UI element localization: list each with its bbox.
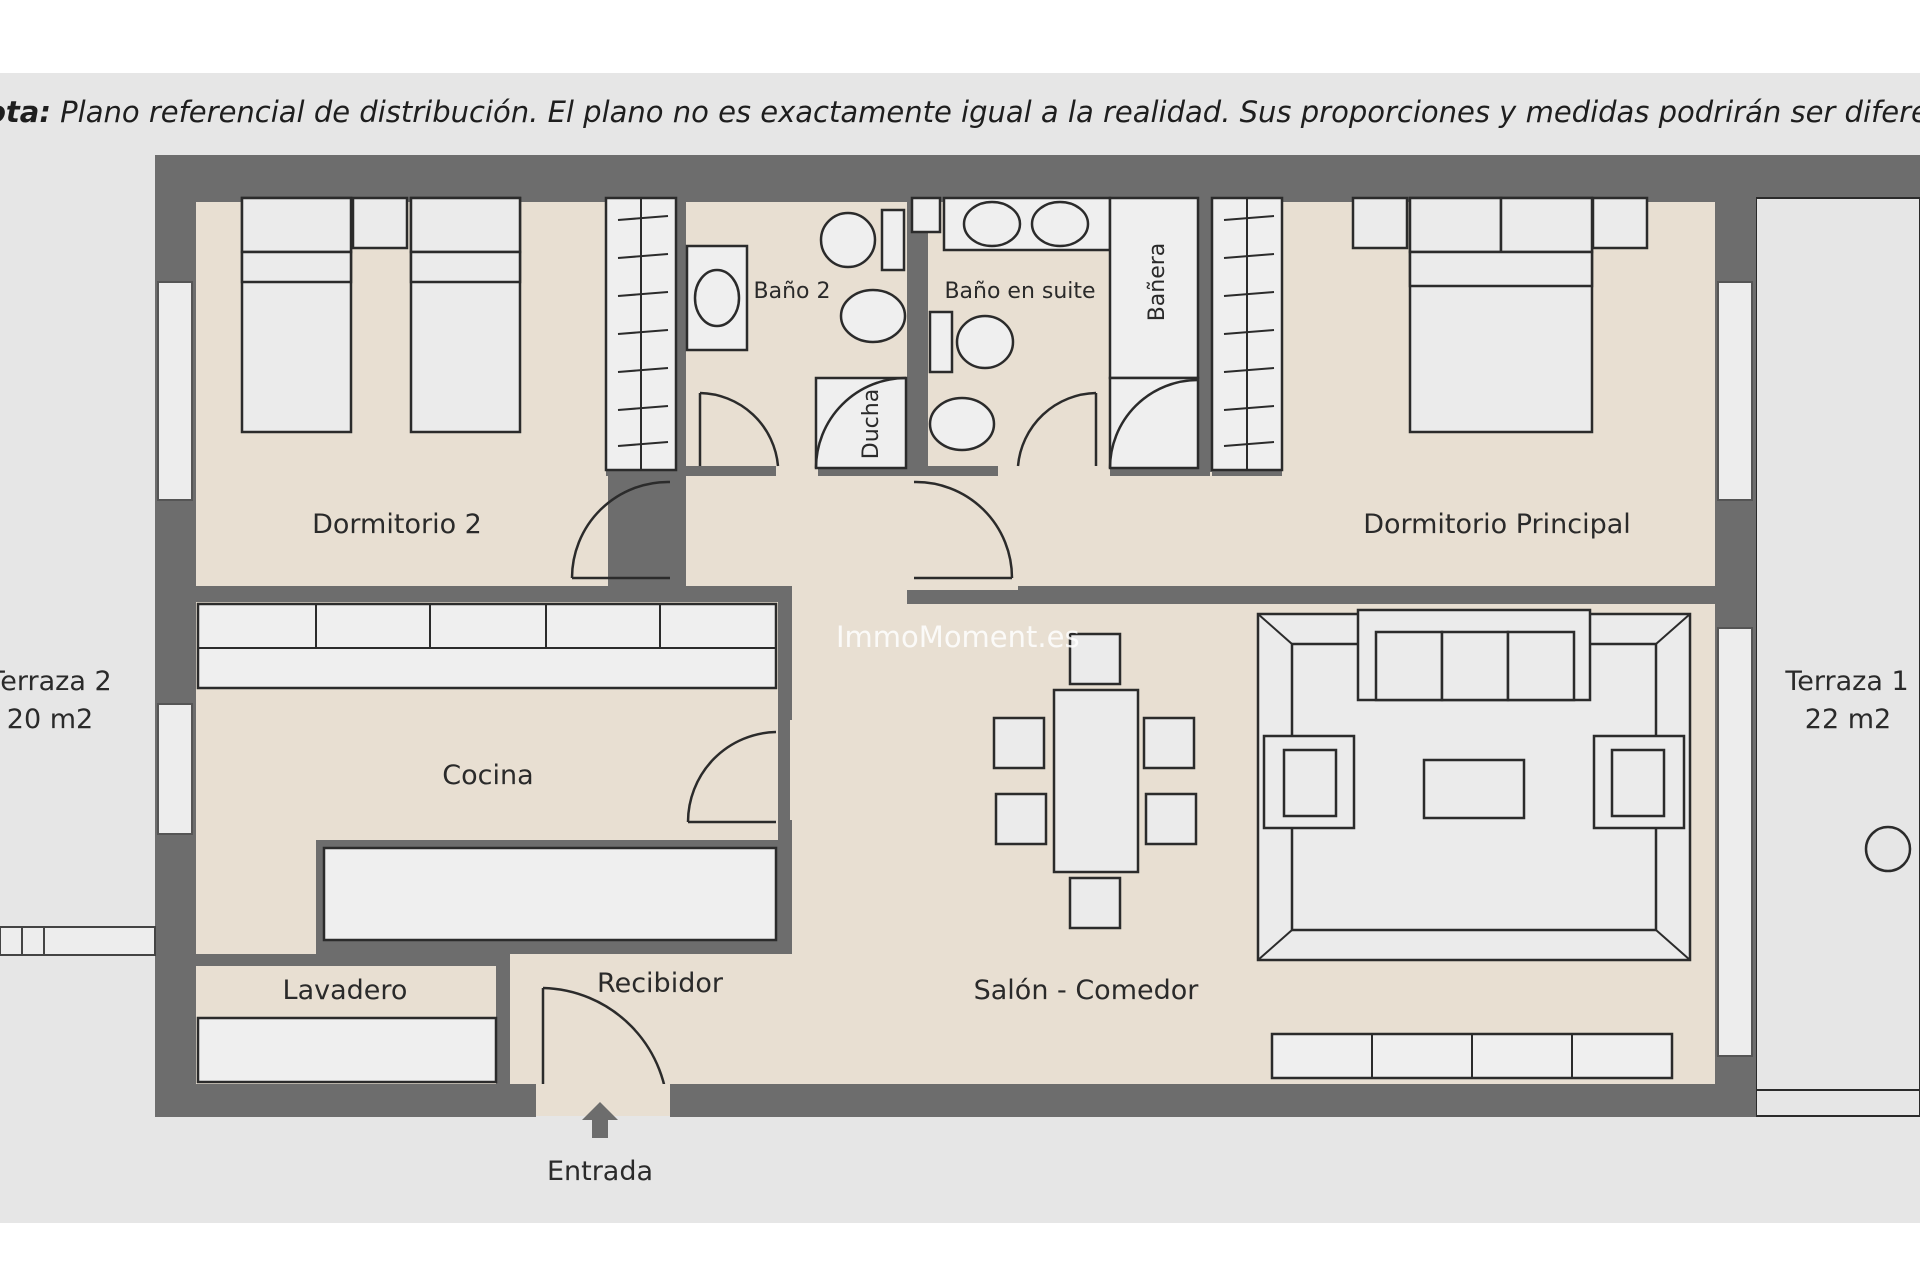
- label-bano-2: Baño 2: [754, 279, 831, 304]
- small-vent: [910, 196, 942, 234]
- master-blanket-fold: [1408, 250, 1594, 288]
- master-pillow-left: [1408, 196, 1503, 254]
- label-banera: Bañera: [1145, 243, 1170, 322]
- suite-toilet: [928, 396, 996, 452]
- window-dormitorio-principal: [1717, 281, 1753, 501]
- window-cocina: [157, 703, 193, 835]
- sink-right: [1030, 200, 1090, 248]
- label-terraza-1-area: 22 m2: [1805, 704, 1891, 735]
- bed-1-blanket-fold: [240, 250, 353, 284]
- chair-top: [1068, 632, 1122, 686]
- suite-bidet: [955, 314, 1015, 370]
- chair-right-1: [1142, 716, 1196, 770]
- bano-suite-fixtures: [910, 196, 1200, 470]
- chair-right-2: [1144, 792, 1198, 846]
- label-terraza-2-area: 20 m2: [7, 704, 93, 735]
- salon-upper-floor: [790, 586, 915, 606]
- sink-left: [962, 200, 1022, 248]
- note-label: ota:: [0, 95, 51, 129]
- nightstand-left: [1351, 196, 1409, 250]
- sofa-seat-2: [1440, 630, 1510, 702]
- kitchen-counters: [196, 602, 792, 954]
- label-dormitorio-2: Dormitorio 2: [312, 509, 482, 540]
- watermark: ImmoMoment.es: [836, 620, 1080, 654]
- label-ducha: Ducha: [859, 389, 884, 459]
- label-lavadero: Lavadero: [283, 975, 408, 1006]
- wardrobe-dormitorio-2: [604, 196, 678, 472]
- label-terraza-1: Terraza 1: [1784, 666, 1908, 697]
- bano-2-bidet: [819, 211, 877, 269]
- bidet-tank: [928, 310, 954, 374]
- living-set: [1256, 608, 1692, 962]
- sofa-seat-3: [1506, 630, 1576, 702]
- bano-2-fixtures: [685, 208, 908, 470]
- shower-tray: [814, 376, 908, 470]
- label-bano-suite: Baño en suite: [944, 279, 1095, 304]
- wardrobe-dormitorio-principal: [1210, 196, 1284, 472]
- label-cocina: Cocina: [442, 760, 533, 791]
- hallway-floor: [686, 472, 1018, 590]
- bano-2-sink: [693, 268, 741, 328]
- master-bed-set: [1351, 196, 1649, 434]
- tv-unit: [1270, 1032, 1674, 1080]
- chair-left-1: [992, 716, 1046, 770]
- sofa-seat-1: [1374, 630, 1444, 702]
- master-pillow-right: [1499, 196, 1594, 254]
- coffee-table: [1422, 758, 1526, 820]
- nightstand-2: [351, 196, 409, 250]
- bano-2-toilet: [839, 288, 907, 344]
- terraza-1-drain-icon: [1864, 825, 1912, 873]
- chair-left-2: [994, 792, 1048, 846]
- upper-counter: [196, 602, 778, 690]
- window-salon: [1717, 627, 1753, 1057]
- window-dormitorio-2: [157, 281, 193, 501]
- label-salon-comedor: Salón - Comedor: [974, 975, 1200, 1006]
- windows: [157, 281, 1753, 1057]
- label-entrada: Entrada: [547, 1156, 653, 1187]
- bed-2-pillow: [409, 196, 522, 254]
- armchair-left-seat: [1282, 748, 1338, 818]
- bed-1-pillow: [240, 196, 353, 254]
- bed-2-blanket-fold: [409, 250, 522, 284]
- bano-2-toilet-tank: [880, 208, 906, 272]
- label-recibidor: Recibidor: [597, 968, 724, 999]
- note-text: Plano referencial de distribución. El pl…: [50, 95, 1920, 129]
- kitchen-island: [322, 846, 778, 942]
- nightstand-right: [1591, 196, 1649, 250]
- entrance-arrow-icon: [582, 1102, 618, 1138]
- laundry-counter: [196, 1016, 498, 1084]
- dining-table: [1052, 688, 1140, 874]
- recibidor-floor: [510, 948, 790, 1084]
- disclaimer-note: ota: Plano referencial de distribución. …: [0, 92, 1920, 132]
- terraza-2-rail: [0, 926, 156, 956]
- terraza-1: [1755, 197, 1920, 1117]
- chair-bottom: [1068, 876, 1122, 930]
- label-dormitorio-principal: Dormitorio Principal: [1363, 509, 1631, 540]
- terraza-2: [0, 155, 155, 1117]
- armchair-right-seat: [1610, 748, 1666, 818]
- label-terraza-2: Terraza 2: [0, 666, 112, 697]
- dining-set: [992, 632, 1198, 930]
- twin-beds: [240, 196, 522, 434]
